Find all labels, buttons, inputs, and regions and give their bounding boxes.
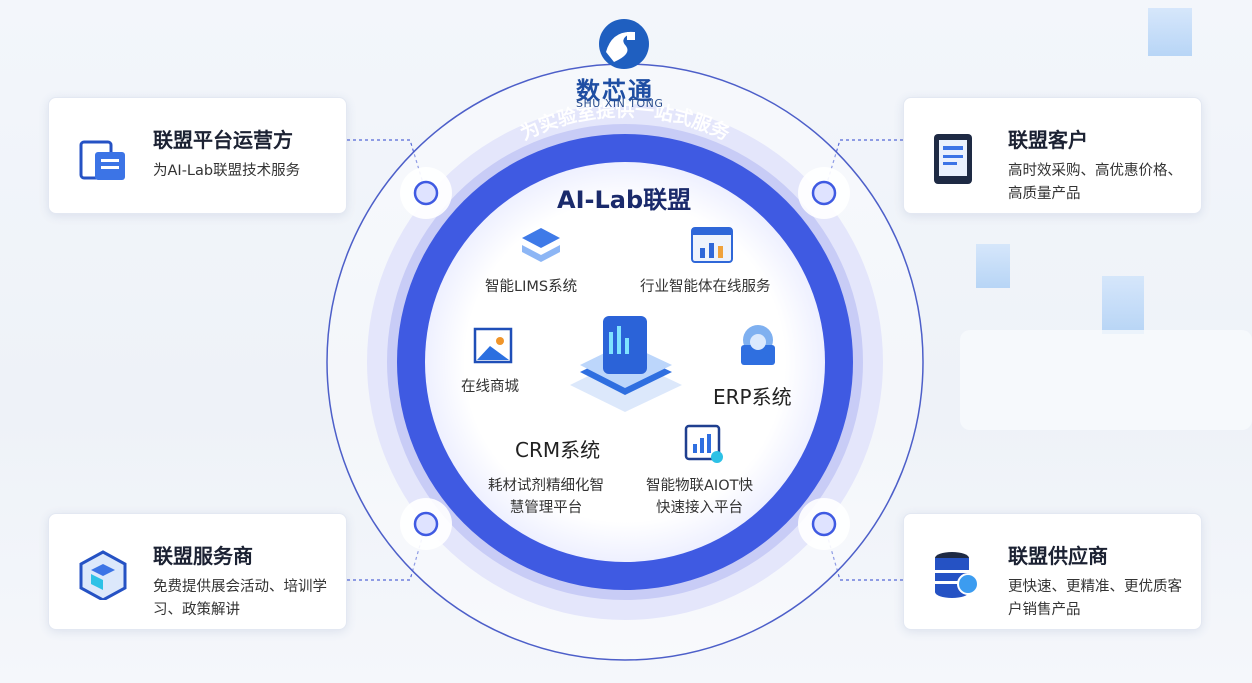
- card-desc: 更快速、更精准、更优质客户销售产品: [1008, 579, 1182, 618]
- logo-subtitle: SHU XIN TONG: [576, 97, 664, 110]
- ring-nodes: [400, 167, 850, 550]
- card-desc: 高时效采购、高优惠价格、高质量产品: [1008, 163, 1182, 202]
- center-title: AI-Lab联盟: [557, 186, 692, 214]
- chart-icon: [684, 424, 723, 463]
- layers-icon: [522, 228, 560, 262]
- tablet-icon: [934, 134, 972, 184]
- module-lims: 智能LIMS系统: [485, 279, 578, 295]
- background-cube: [1148, 8, 1192, 56]
- card-desc: 为AI-Lab联盟技术服务: [153, 163, 301, 179]
- module-consumables-line1: 耗材试剂精细化智: [488, 478, 604, 494]
- module-erp: ERP系统: [713, 385, 792, 409]
- card-desc: 免费提供展会活动、培训学习、政策解讲: [153, 579, 327, 618]
- module-aiot-line1: 智能物联AIOT快: [646, 478, 753, 494]
- connector-lines: [347, 139, 903, 581]
- module-crm: CRM系统: [515, 438, 601, 462]
- background-cube: [976, 244, 1010, 288]
- module-agent-service: 行业智能体在线服务: [640, 279, 771, 295]
- card-title: 联盟客户: [1008, 128, 1088, 152]
- card-title: 联盟平台运营方: [153, 128, 293, 152]
- node-bottom-left: [400, 498, 452, 550]
- module-aiot-line2: 快速接入平台: [655, 500, 743, 516]
- module-online-store: 在线商城: [461, 379, 519, 395]
- cube-icon: [79, 550, 127, 600]
- card-alliance-customer: 联盟客户 高时效采购、高优惠价格、高质量产品: [903, 97, 1202, 214]
- node-top-right: [798, 167, 850, 219]
- card-service-provider: 联盟服务商 免费提供展会活动、培训学习、政策解讲: [48, 513, 347, 630]
- gear-location-icon: [741, 325, 775, 365]
- module-consumables-line2: 慧管理平台: [509, 500, 583, 516]
- documents-icon: [79, 140, 125, 180]
- node-bottom-right: [798, 498, 850, 550]
- card-supplier: 联盟供应商 更快速、更精准、更优质客户销售产品: [903, 513, 1202, 630]
- logo-emblem-icon: [599, 19, 649, 69]
- image-store-icon: [473, 327, 513, 364]
- card-title: 联盟供应商: [1008, 544, 1108, 568]
- card-platform-operator: 联盟平台运营方 为AI-Lab联盟技术服务: [48, 97, 347, 214]
- module-consumables: 耗材试剂精细化智慧管理平台: [488, 475, 604, 519]
- card-title: 联盟服务商: [153, 544, 253, 568]
- background-platform: [960, 330, 1252, 430]
- module-aiot: 智能物联AIOT快快速接入平台: [646, 475, 753, 519]
- node-top-left: [400, 167, 452, 219]
- database-icon: [935, 552, 979, 598]
- logo-text: 数芯通: [576, 77, 654, 105]
- dashboard-icon: [691, 227, 733, 263]
- background-cube: [1102, 276, 1144, 334]
- platform-server-icon: [570, 316, 682, 412]
